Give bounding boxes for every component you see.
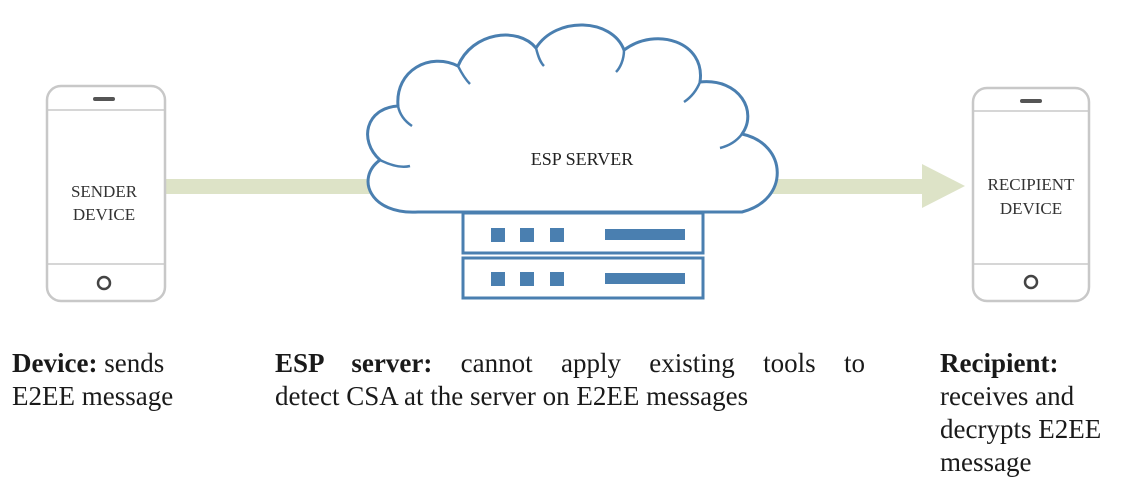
device-caption-text-b: E2EE message: [12, 381, 174, 411]
server-caption-title: ESP server:: [275, 348, 433, 378]
server-caption-text-b: detect CSA at the server on E2EE message…: [275, 381, 749, 411]
server-label: ESP SERVER: [531, 149, 633, 169]
smartphone-icon: [971, 86, 1091, 303]
smartphone-icon: [45, 84, 167, 303]
device-caption-text-a: sends: [97, 348, 165, 378]
arrow-shaft-right: [745, 179, 925, 194]
recipient-caption-text-b: decrypts E2EE: [940, 414, 1102, 444]
recipient-phone: RECIPIENT DEVICE: [971, 86, 1091, 303]
recipient-label-line2: DEVICE: [1000, 199, 1062, 218]
arrow-right-icon: [922, 164, 965, 208]
server-caption: ESP server: cannot apply existing tools …: [275, 347, 865, 413]
server-caption-line1: ESP server: cannot apply existing tools …: [275, 347, 865, 380]
recipient-caption-text-a: receives and: [940, 381, 1075, 411]
home-button-icon: [1023, 274, 1039, 290]
server-caption-text-a: cannot apply existing tools to: [432, 348, 865, 378]
home-button-icon: [96, 275, 112, 291]
recipient-label-line1: RECIPIENT: [988, 175, 1076, 194]
arrow-shaft-left: [165, 179, 390, 194]
recipient-caption-title-line: Recipient:: [940, 347, 1120, 380]
sender-label-line1: SENDER: [71, 182, 138, 201]
sender-label-line2: DEVICE: [73, 205, 135, 224]
recipient-caption-title: Recipient:: [940, 348, 1059, 378]
speaker-icon: [93, 97, 115, 101]
device-caption-line1: Device: sends: [12, 347, 212, 380]
device-caption-title: Device:: [12, 348, 98, 378]
sender-phone: SENDER DEVICE: [45, 84, 167, 303]
server-rack-icon: [461, 211, 705, 300]
cloud-icon: [366, 23, 779, 214]
speaker-icon: [1020, 99, 1042, 103]
recipient-caption-text-c: message: [940, 447, 1032, 477]
recipient-caption: Recipient: receives and decrypts E2EE me…: [940, 347, 1120, 479]
device-caption: Device: sends E2EE message: [12, 347, 212, 413]
